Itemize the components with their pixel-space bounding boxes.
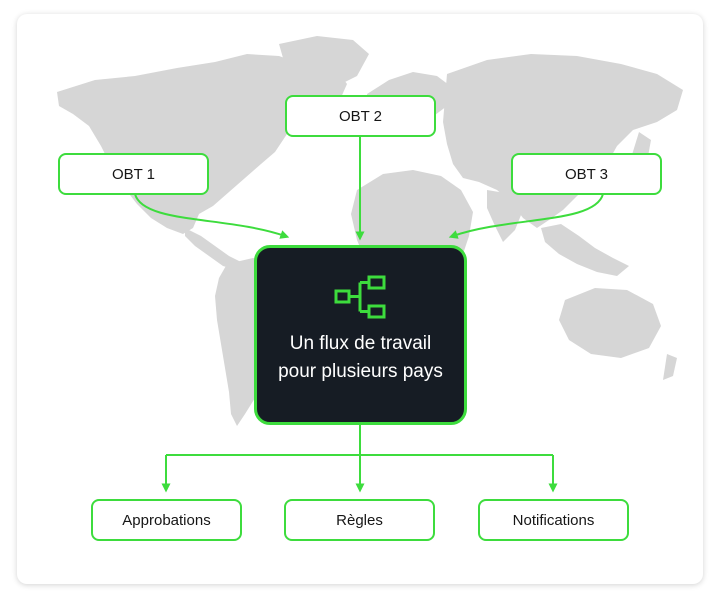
map-new-zealand [663, 354, 677, 380]
workflow-hierarchy-icon [334, 275, 385, 319]
node-notifications-label: Notifications [512, 511, 595, 529]
connector-obt1 [134, 193, 290, 239]
node-obt-2-label: OBT 2 [338, 107, 383, 125]
node-approbations-label: Approbations [122, 511, 211, 529]
map-australia [559, 288, 661, 358]
node-obt-1: OBT 1 [58, 153, 209, 195]
center-workflow-node: Un flux de travail pour plusieurs pays [254, 245, 467, 425]
map-greenland [279, 36, 369, 88]
map-southeast-asia [541, 224, 629, 276]
node-regles: Règles [284, 499, 435, 541]
node-obt-3: OBT 3 [511, 153, 662, 195]
map-asia [443, 54, 683, 228]
map-central-america [185, 228, 241, 270]
diagram-card: OBT 1 OBT 2 OBT 3 Un flux de travail pou… [17, 14, 703, 584]
connector-obt3 [448, 193, 604, 239]
connector-lines [134, 135, 604, 493]
node-notifications: Notifications [478, 499, 629, 541]
map-india [487, 190, 523, 242]
node-obt-1-label: OBT 1 [111, 165, 156, 183]
node-regles-label: Règles [336, 511, 383, 529]
center-title: Un flux de travail pour plusieurs pays [278, 333, 443, 382]
node-obt-3-label: OBT 3 [564, 165, 609, 183]
node-approbations: Approbations [91, 499, 242, 541]
node-obt-2: OBT 2 [285, 95, 436, 137]
